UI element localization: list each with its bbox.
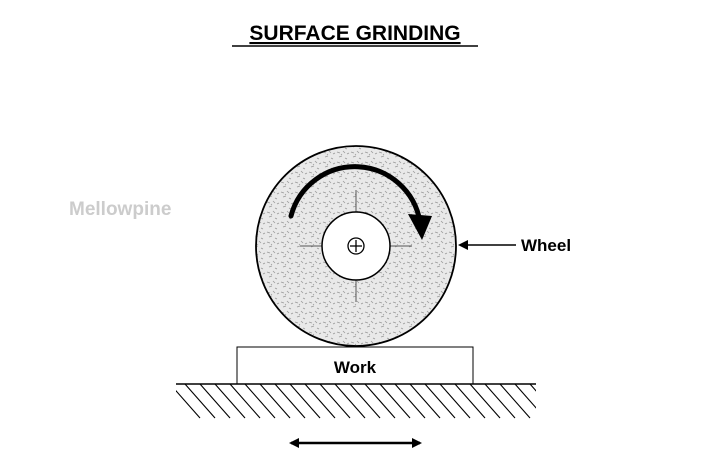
hatch-line (424, 384, 456, 419)
hatch-line (529, 384, 536, 392)
work-label: Work (334, 358, 377, 377)
hatch-line (454, 384, 486, 419)
hatch-line (514, 384, 536, 409)
wheel-cross-marks (300, 190, 412, 302)
hatch-line (319, 384, 351, 419)
hatch-line (394, 384, 426, 419)
hatch-line (364, 384, 396, 419)
hatch-line (469, 384, 501, 419)
workpiece: Work (236, 346, 474, 385)
hatch-line (229, 384, 261, 419)
hatch-line (289, 384, 321, 419)
hatch-line (484, 384, 516, 419)
hatch-line (439, 384, 471, 419)
grinding-wheel (255, 145, 457, 347)
hatch-line (560, 384, 590, 418)
hatch-line (379, 384, 411, 419)
hatch-line (545, 384, 575, 418)
machine-table (176, 383, 590, 419)
hatch-line (304, 384, 336, 419)
hatch-line (334, 384, 366, 419)
hatch-line (199, 384, 231, 419)
hatch-line (349, 384, 381, 419)
hatch-line (499, 384, 531, 419)
hatch-line (259, 384, 291, 419)
table-hatching (176, 384, 590, 419)
hatch-line (409, 384, 441, 419)
hatch-line (244, 384, 276, 419)
hatch-line (274, 384, 306, 419)
diagram-title: SURFACE GRINDING (249, 22, 460, 45)
watermark: Mellowpine (69, 199, 171, 220)
hatch-line (214, 384, 246, 419)
hatch-line (184, 384, 216, 419)
crosshair-circle-icon (347, 237, 365, 255)
clockwise-arrow-icon (288, 164, 432, 240)
wheel-label: Wheel (521, 236, 571, 255)
hatch-line (176, 389, 201, 419)
